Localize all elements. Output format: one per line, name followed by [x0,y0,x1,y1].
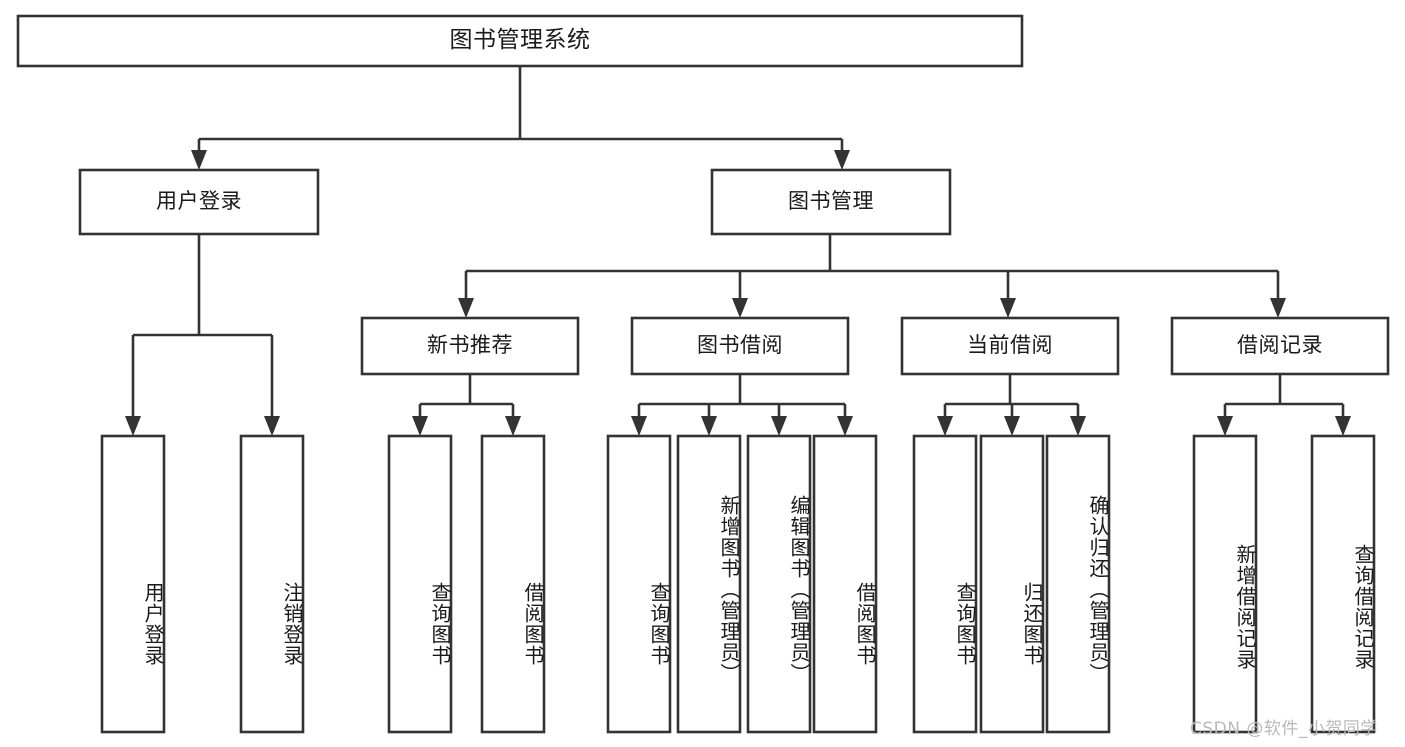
node-box-book-manage [710,168,952,236]
node-box-new-book-rec [360,316,580,376]
node-box-borrow-record [1170,316,1390,376]
node-box-leaf-add-record [1192,434,1258,734]
edge-currentborrow-to-leaves [937,374,1086,436]
edge-bookborrow-to-leaves [631,374,853,436]
node-box-root [16,14,1024,68]
node-box-leaf-confirm-return [1045,434,1111,734]
node-box-leaf-query-record [1310,434,1376,734]
node-box-leaf-borrow-book-1 [480,434,546,734]
node-box-leaf-borrow-book-2 [812,434,878,734]
node-box-current-borrow [900,316,1120,376]
edge-bookmanage-to-level3 [458,234,1286,318]
edge-root-to-level2 [191,66,850,170]
node-box-leaf-edit-book [746,434,812,734]
node-box-leaf-add-book [676,434,742,734]
edge-borrowrecord-to-leaves [1217,374,1351,436]
node-box-leaf-query-book-2 [606,434,672,734]
node-box-leaf-query-book-3 [912,434,978,734]
node-box-leaf-user-login [100,434,166,734]
node-box-book-borrow [630,316,850,376]
edge-newbook-to-leaves [412,374,521,436]
node-box-leaf-return-book [979,434,1045,734]
node-box-leaf-query-book-1 [387,434,453,734]
node-box-leaf-logout [239,434,305,734]
node-box-user-login [78,168,320,236]
edge-userlogin-to-leaves [125,234,280,436]
